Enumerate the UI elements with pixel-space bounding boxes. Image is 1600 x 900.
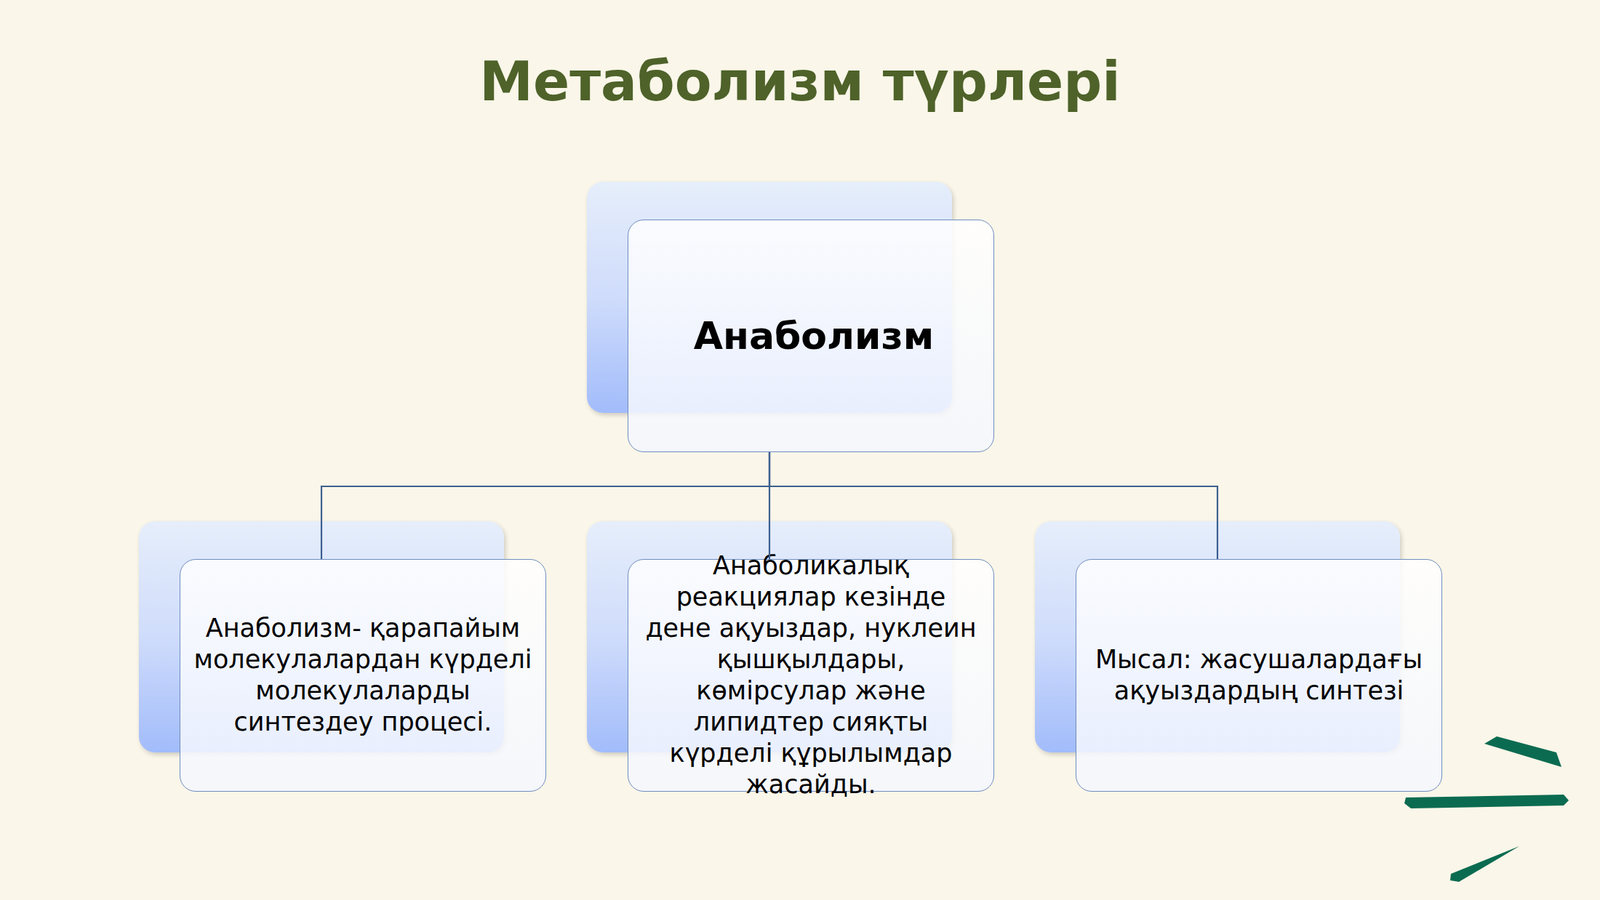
- brush-stroke: [1450, 846, 1520, 883]
- node-text: Анаболизм- қарапайым молекулалардан күрд…: [180, 613, 546, 739]
- brush-stroke: [1404, 794, 1569, 809]
- process-box: Анаболизм- қарапайым молекулалардан күрд…: [179, 559, 547, 792]
- process-box: Анаболикалық реакциялар кезінде дене ақу…: [627, 559, 995, 792]
- tree-connector: [321, 452, 770, 560]
- root-box: Анаболизм: [627, 219, 995, 453]
- tree-connector: [769, 452, 1218, 560]
- process-box: Мысал: жасушалардағы ақуыздардың синтезі: [1075, 559, 1443, 792]
- node-text: Анаболизм: [688, 314, 935, 358]
- brush-stroke: [1484, 736, 1562, 768]
- node-text: Мысал: жасушалардағы ақуыздардың синтезі: [1076, 644, 1442, 707]
- diagram-title: Метаболизм түрлері: [0, 45, 1600, 118]
- tree-connector: [768, 452, 771, 560]
- node-text: Анаболикалық реакциялар кезінде дене ақу…: [628, 550, 994, 801]
